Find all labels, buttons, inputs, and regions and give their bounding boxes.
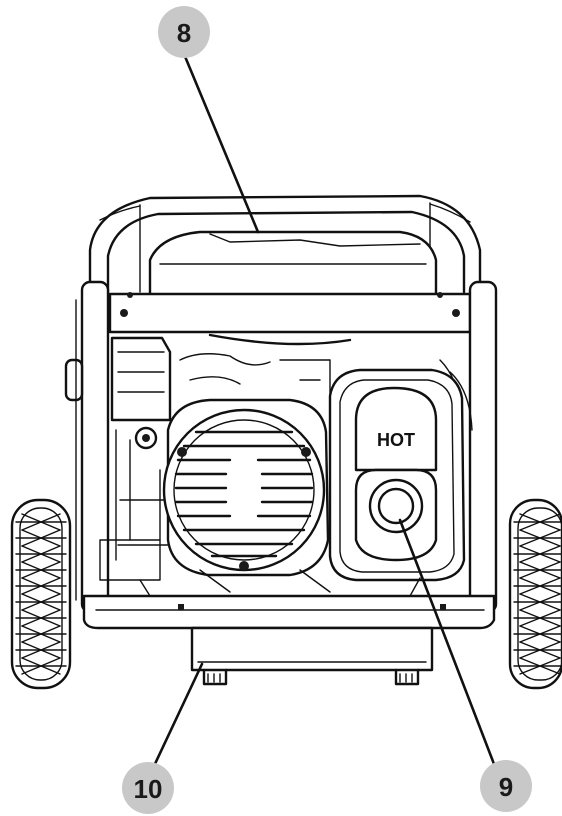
base-frame: [82, 569, 496, 630]
callout-9-leader: [398, 518, 496, 766]
callout-8-leader: [182, 52, 260, 234]
callout-8: 8: [158, 6, 210, 58]
callout-9: 9: [480, 760, 532, 812]
support-stand: [190, 626, 434, 686]
callout-10-label: 10: [134, 774, 163, 804]
muffler: HOT: [328, 368, 466, 582]
alternator-cover: [162, 398, 330, 577]
callout-8-label: 8: [177, 18, 191, 48]
right-wheel: [508, 498, 562, 690]
frame-handle: [64, 194, 498, 614]
engine: [99, 333, 473, 581]
hot-warning-label: HOT: [377, 430, 415, 450]
callout-9-label: 9: [499, 772, 513, 802]
left-wheel: [10, 498, 72, 690]
callout-10: 10: [122, 762, 174, 814]
callout-10-leader: [152, 662, 204, 768]
